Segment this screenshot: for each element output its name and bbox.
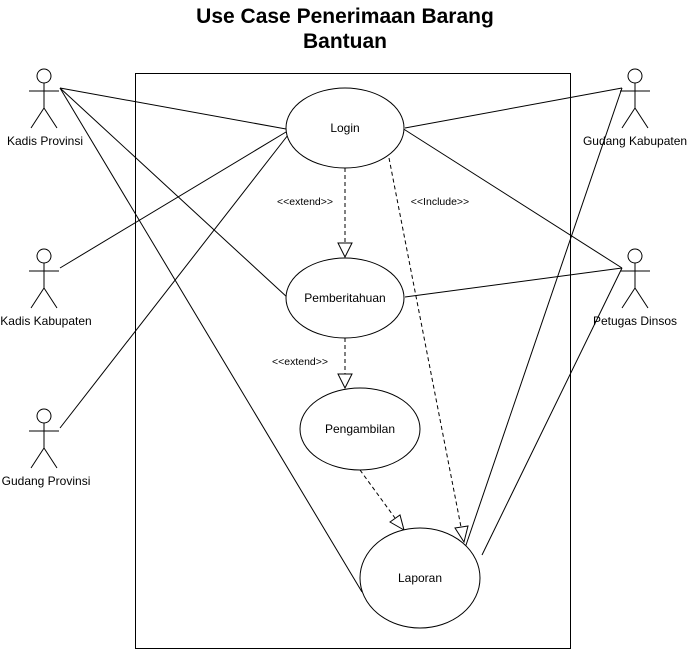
use-case-pemberitahuan[interactable]: Pemberitahuan (285, 257, 405, 339)
assoc-kadis-provinsi-pemberitahuan (59, 87, 289, 299)
extend-login-pemberitahuan-arrowhead (337, 242, 353, 259)
stick-figure-icon (36, 408, 52, 424)
actor-kadis-kabupaten-label: Kadis Kabupaten (0, 314, 91, 328)
stick-figure-icon (627, 68, 643, 84)
actor-kadis-provinsi[interactable] (29, 68, 59, 129)
use-case-login[interactable]: Login (285, 87, 405, 169)
assoc-kadis-provinsi-laporan (59, 87, 363, 593)
stick-figure-icon (36, 248, 52, 264)
stick-figure-icon (36, 68, 52, 84)
include-label: <<Include>> (411, 196, 469, 208)
assoc-kadis-provinsi-login (59, 87, 287, 130)
title-line-1: Use Case Penerimaan Barang (196, 5, 494, 28)
diagram-title: Use Case Penerimaan Barang Bantuan (145, 4, 545, 54)
use-case-pemberitahuan-shape (285, 257, 405, 339)
actor-kadis-provinsi-label: Kadis Provinsi (7, 134, 83, 148)
pengambilan-laporan-line (359, 469, 396, 519)
actor-petugas-dinsos[interactable] (620, 248, 650, 309)
include-login-laporan-arrowhead (454, 525, 469, 544)
assoc-gudang-kabupaten-login (404, 87, 623, 129)
actor-gudang-kabupaten[interactable] (620, 68, 650, 129)
use-case-laporan-shape (359, 527, 481, 629)
actor-gudang-kabupaten-label: Gudang Kabupaten (583, 134, 687, 148)
use-case-pengambilan[interactable]: Pengambilan (299, 387, 421, 471)
actor-gudang-provinsi-label: Gudang Provinsi (2, 474, 91, 488)
associations (59, 87, 623, 593)
extend-pemberitahuan-pengambilan-arrowhead (337, 373, 353, 390)
include-login-laporan-line (388, 157, 462, 528)
assoc-kadis-kabupaten-login (59, 131, 287, 269)
assoc-gudang-kabupaten-laporan (464, 87, 623, 549)
use-case-login-label: Login (330, 121, 359, 135)
use-case-laporan[interactable]: Laporan (359, 527, 481, 629)
assoc-petugas-dinsos-laporan (481, 267, 623, 556)
relation-labels: <<extend>> <<Include>> <<extend>> (266, 194, 475, 368)
stick-figure-icon (627, 248, 643, 264)
assoc-petugas-dinsos-login (401, 127, 623, 269)
title-line-2: Bantuan (303, 30, 387, 53)
use-case-laporan-label: Laporan (398, 571, 442, 585)
extend-label-1: <<extend>> (277, 196, 333, 208)
use-case-pengambilan-label: Pengambilan (325, 422, 395, 436)
dependencies (337, 157, 469, 544)
assoc-gudang-provinsi-login (59, 134, 289, 429)
use-case-pengambilan-shape (299, 387, 421, 471)
extend-label-2: <<extend>> (272, 356, 328, 368)
extend-label-1-bg (272, 194, 338, 208)
assoc-petugas-dinsos-pemberitahuan (404, 267, 623, 298)
extend-label-2-bg (266, 354, 332, 368)
actor-petugas-dinsos-label: Petugas Dinsos (593, 314, 677, 328)
actor-kadis-kabupaten[interactable] (29, 248, 59, 309)
pengambilan-laporan-arrowhead (389, 514, 405, 532)
actor-gudang-provinsi[interactable] (29, 408, 59, 469)
use-case-pemberitahuan-label: Pemberitahuan (304, 291, 385, 305)
include-label-bg (405, 194, 475, 208)
use-case-login-shape (285, 87, 405, 169)
